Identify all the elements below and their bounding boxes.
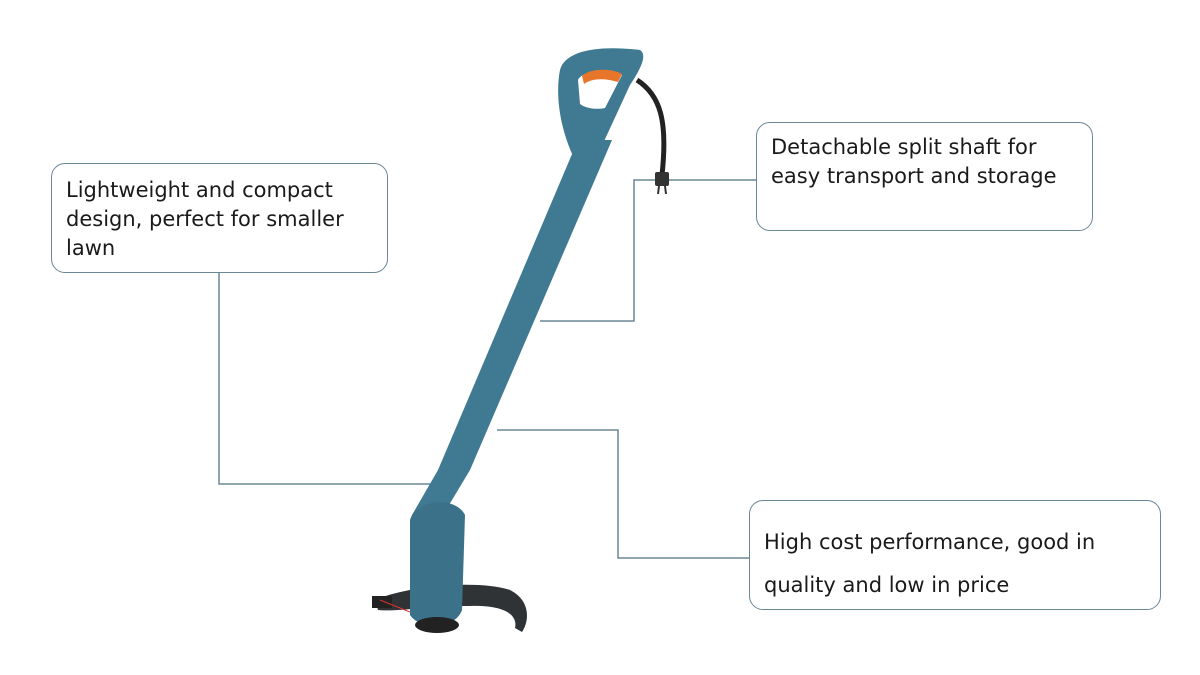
- callout-text: High cost performance, good in quality a…: [764, 530, 1096, 597]
- connector-2: [540, 179, 756, 322]
- plug: [655, 172, 669, 186]
- connector-1: [218, 273, 436, 485]
- callout-lightweight: Lightweight and compact design, perfect …: [51, 163, 388, 273]
- callout-text: Detachable split shaft for easy transpor…: [771, 135, 1057, 188]
- callout-cost-performance: High cost performance, good in quality a…: [749, 500, 1161, 610]
- cutting-line: [379, 599, 411, 613]
- callout-connectors: [218, 179, 756, 559]
- spool: [415, 617, 459, 633]
- trigger: [582, 69, 622, 84]
- power-cord: [635, 77, 667, 176]
- shaft: [412, 140, 612, 520]
- callout-split-shaft: Detachable split shaft for easy transpor…: [756, 122, 1093, 231]
- motor-head: [410, 502, 465, 626]
- connector-3: [497, 429, 749, 559]
- callout-text: Lightweight and compact design, perfect …: [66, 178, 344, 260]
- string-trimmer-icon: [372, 48, 669, 633]
